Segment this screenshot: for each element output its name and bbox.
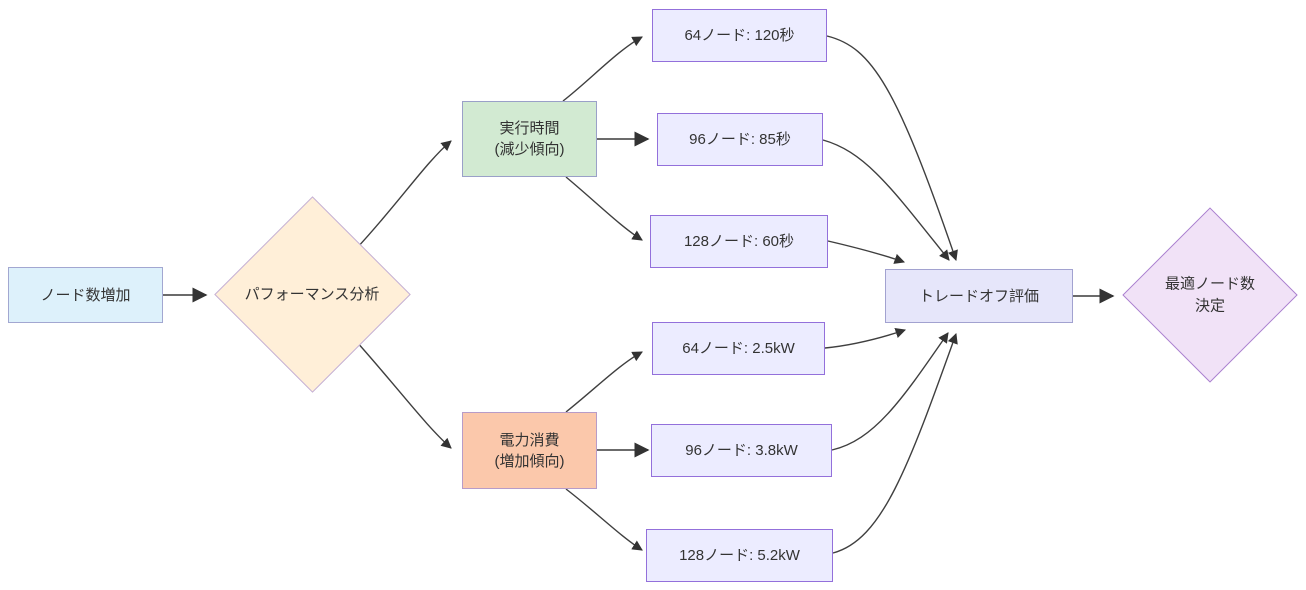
- edge-power-to-power64: [565, 351, 643, 413]
- edge-time128-to-tradeoff: [827, 240, 905, 264]
- node-node-count-increase: ノード数増加: [8, 267, 163, 323]
- edge-time96-to-tradeoff: [822, 139, 950, 261]
- node-execution-time: 実行時間 (減少傾向): [462, 101, 597, 177]
- edge-analysis-to-power: [355, 340, 452, 449]
- node-tradeoff-evaluation: トレードオフ評価: [885, 269, 1073, 323]
- node-performance-analysis-label: パフォーマンス分析: [244, 286, 380, 304]
- node-time-128: 128ノード: 60秒: [650, 215, 828, 268]
- node-optimal-node-count-label: 最適ノード数 決定: [1135, 273, 1285, 317]
- node-optimal-node-count-line1: 最適ノード数: [1164, 275, 1255, 293]
- node-optimal-node-count-line2: 決定: [1194, 297, 1225, 314]
- node-power-128-label: 128ノード: 5.2kW: [679, 547, 800, 564]
- node-node-count-increase-label: ノード数増加: [40, 286, 131, 304]
- edge-power96-to-tradeoff: [831, 332, 949, 451]
- edge-power-to-power128: [565, 488, 643, 551]
- node-power-consumption-line1: 電力消費: [499, 431, 560, 449]
- node-execution-time-line1: 実行時間: [499, 120, 560, 137]
- node-power-96-label: 96ノード: 3.8kW: [685, 442, 798, 459]
- node-time-96-label: 96ノード: 85秒: [689, 131, 791, 148]
- edge-analysis-to-exec-time: [355, 140, 452, 250]
- edge-time64-to-tradeoff: [826, 35, 958, 261]
- edge-exec-to-time128: [565, 176, 643, 241]
- node-power-consumption: 電力消費 (増加傾向): [462, 412, 597, 489]
- node-tradeoff-evaluation-label: トレードオフ評価: [918, 287, 1039, 305]
- node-time-96: 96ノード: 85秒: [657, 113, 823, 166]
- edge-power64-to-tradeoff: [824, 328, 906, 349]
- node-power-consumption-line2: (増加傾向): [494, 452, 565, 470]
- edge-power128-to-tradeoff: [832, 333, 958, 554]
- node-power-128: 128ノード: 5.2kW: [646, 529, 833, 582]
- node-power-64-label: 64ノード: 2.5kW: [682, 340, 795, 357]
- node-time-64: 64ノード: 120秒: [652, 9, 827, 62]
- node-power-96: 96ノード: 3.8kW: [651, 424, 832, 477]
- node-time-64-label: 64ノード: 120秒: [684, 27, 795, 44]
- node-time-128-label: 128ノード: 60秒: [683, 233, 795, 250]
- edge-exec-to-time64: [562, 36, 643, 102]
- node-execution-time-line2: (減少傾向): [494, 141, 565, 158]
- node-power-64: 64ノード: 2.5kW: [652, 322, 825, 375]
